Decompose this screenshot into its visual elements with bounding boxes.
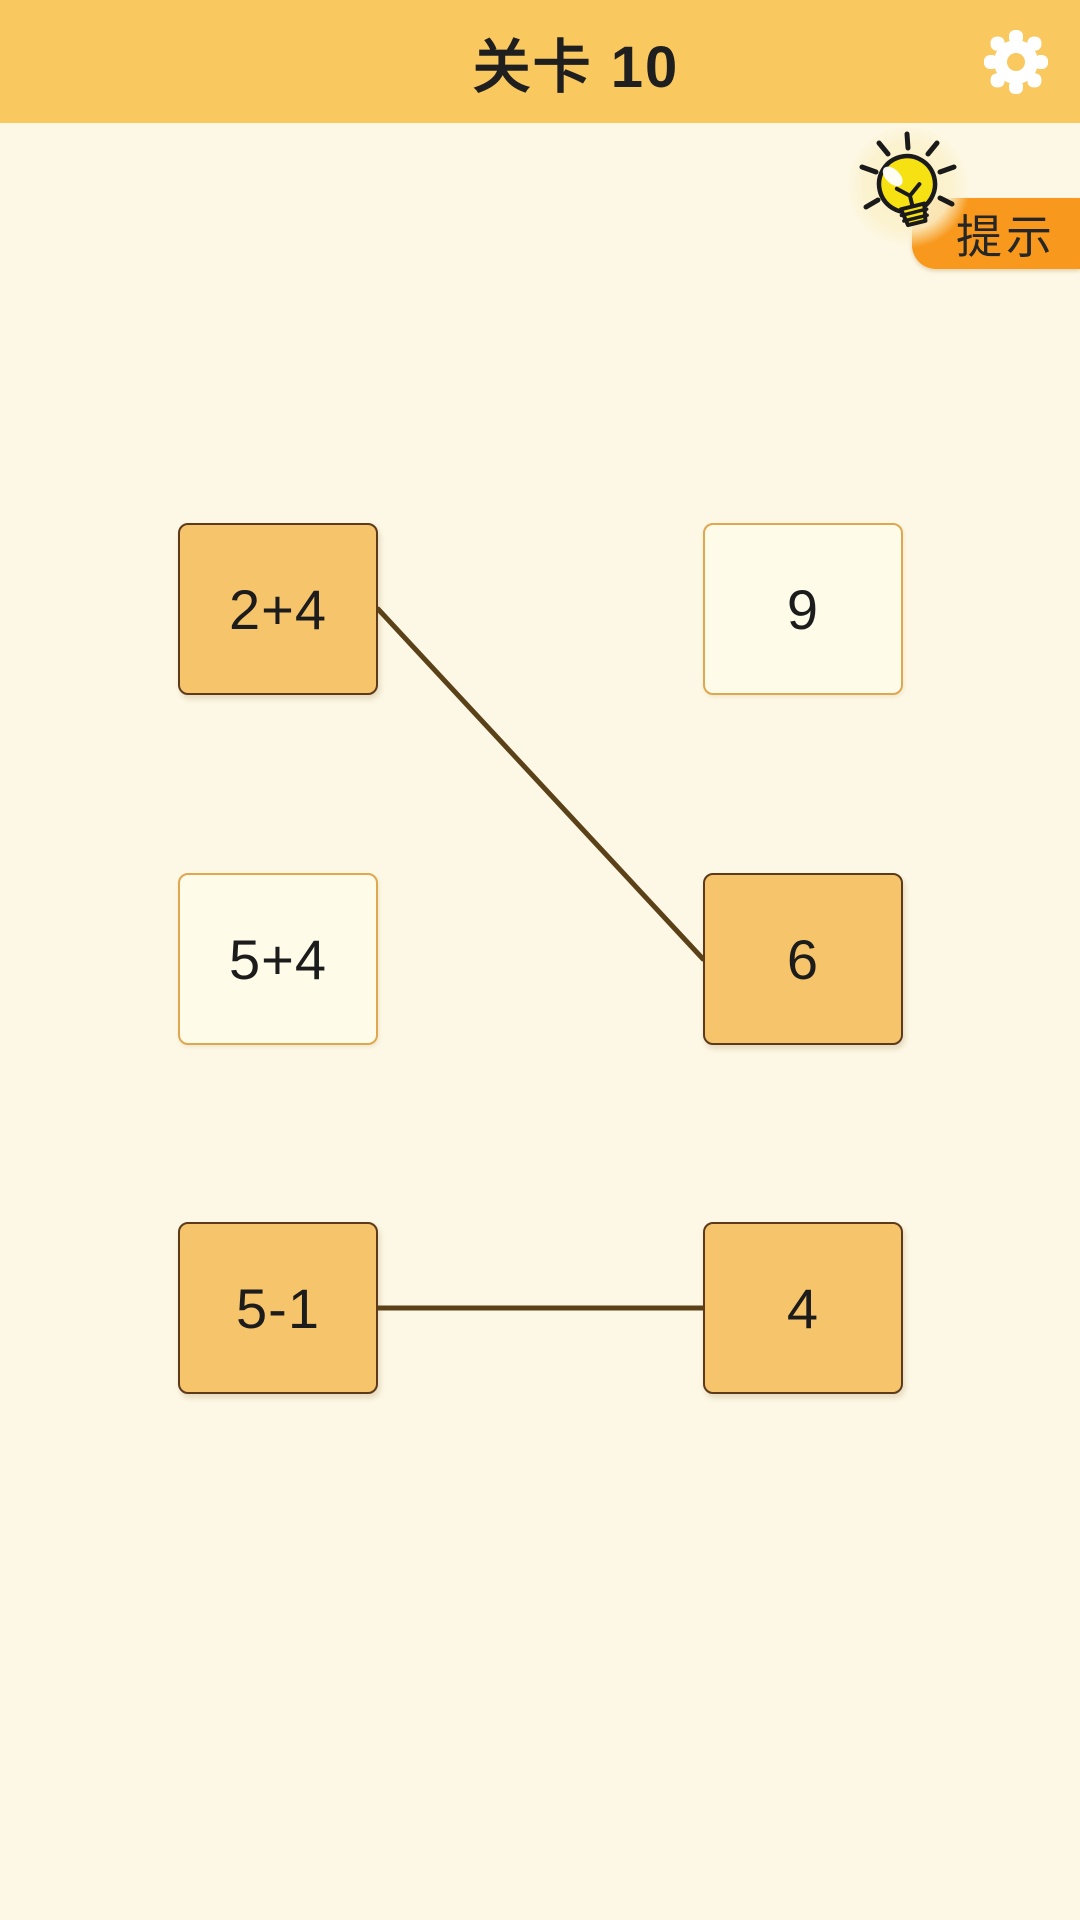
card-label: 9 <box>786 577 820 641</box>
gear-icon <box>984 30 1048 94</box>
hint-button[interactable]: 提示 <box>912 198 1080 269</box>
card-answer[interactable]: 4 <box>703 1222 903 1394</box>
card-answer[interactable]: 6 <box>703 873 903 1045</box>
hint-button-label: 提示 <box>956 210 1056 263</box>
card-expression[interactable]: 5+4 <box>178 873 378 1045</box>
card-expression[interactable]: 2+4 <box>178 523 378 695</box>
card-expression[interactable]: 5-1 <box>178 1222 378 1394</box>
header-bar: 关卡 10 <box>0 0 1080 123</box>
settings-button[interactable] <box>982 28 1050 96</box>
card-label: 2+4 <box>229 577 327 641</box>
card-label: 6 <box>786 927 820 991</box>
page-title: 关卡 10 <box>472 34 680 100</box>
card-answer[interactable]: 9 <box>703 523 903 695</box>
card-label: 4 <box>786 1276 820 1340</box>
card-label: 5+4 <box>229 927 327 991</box>
card-label: 5-1 <box>236 1276 320 1340</box>
